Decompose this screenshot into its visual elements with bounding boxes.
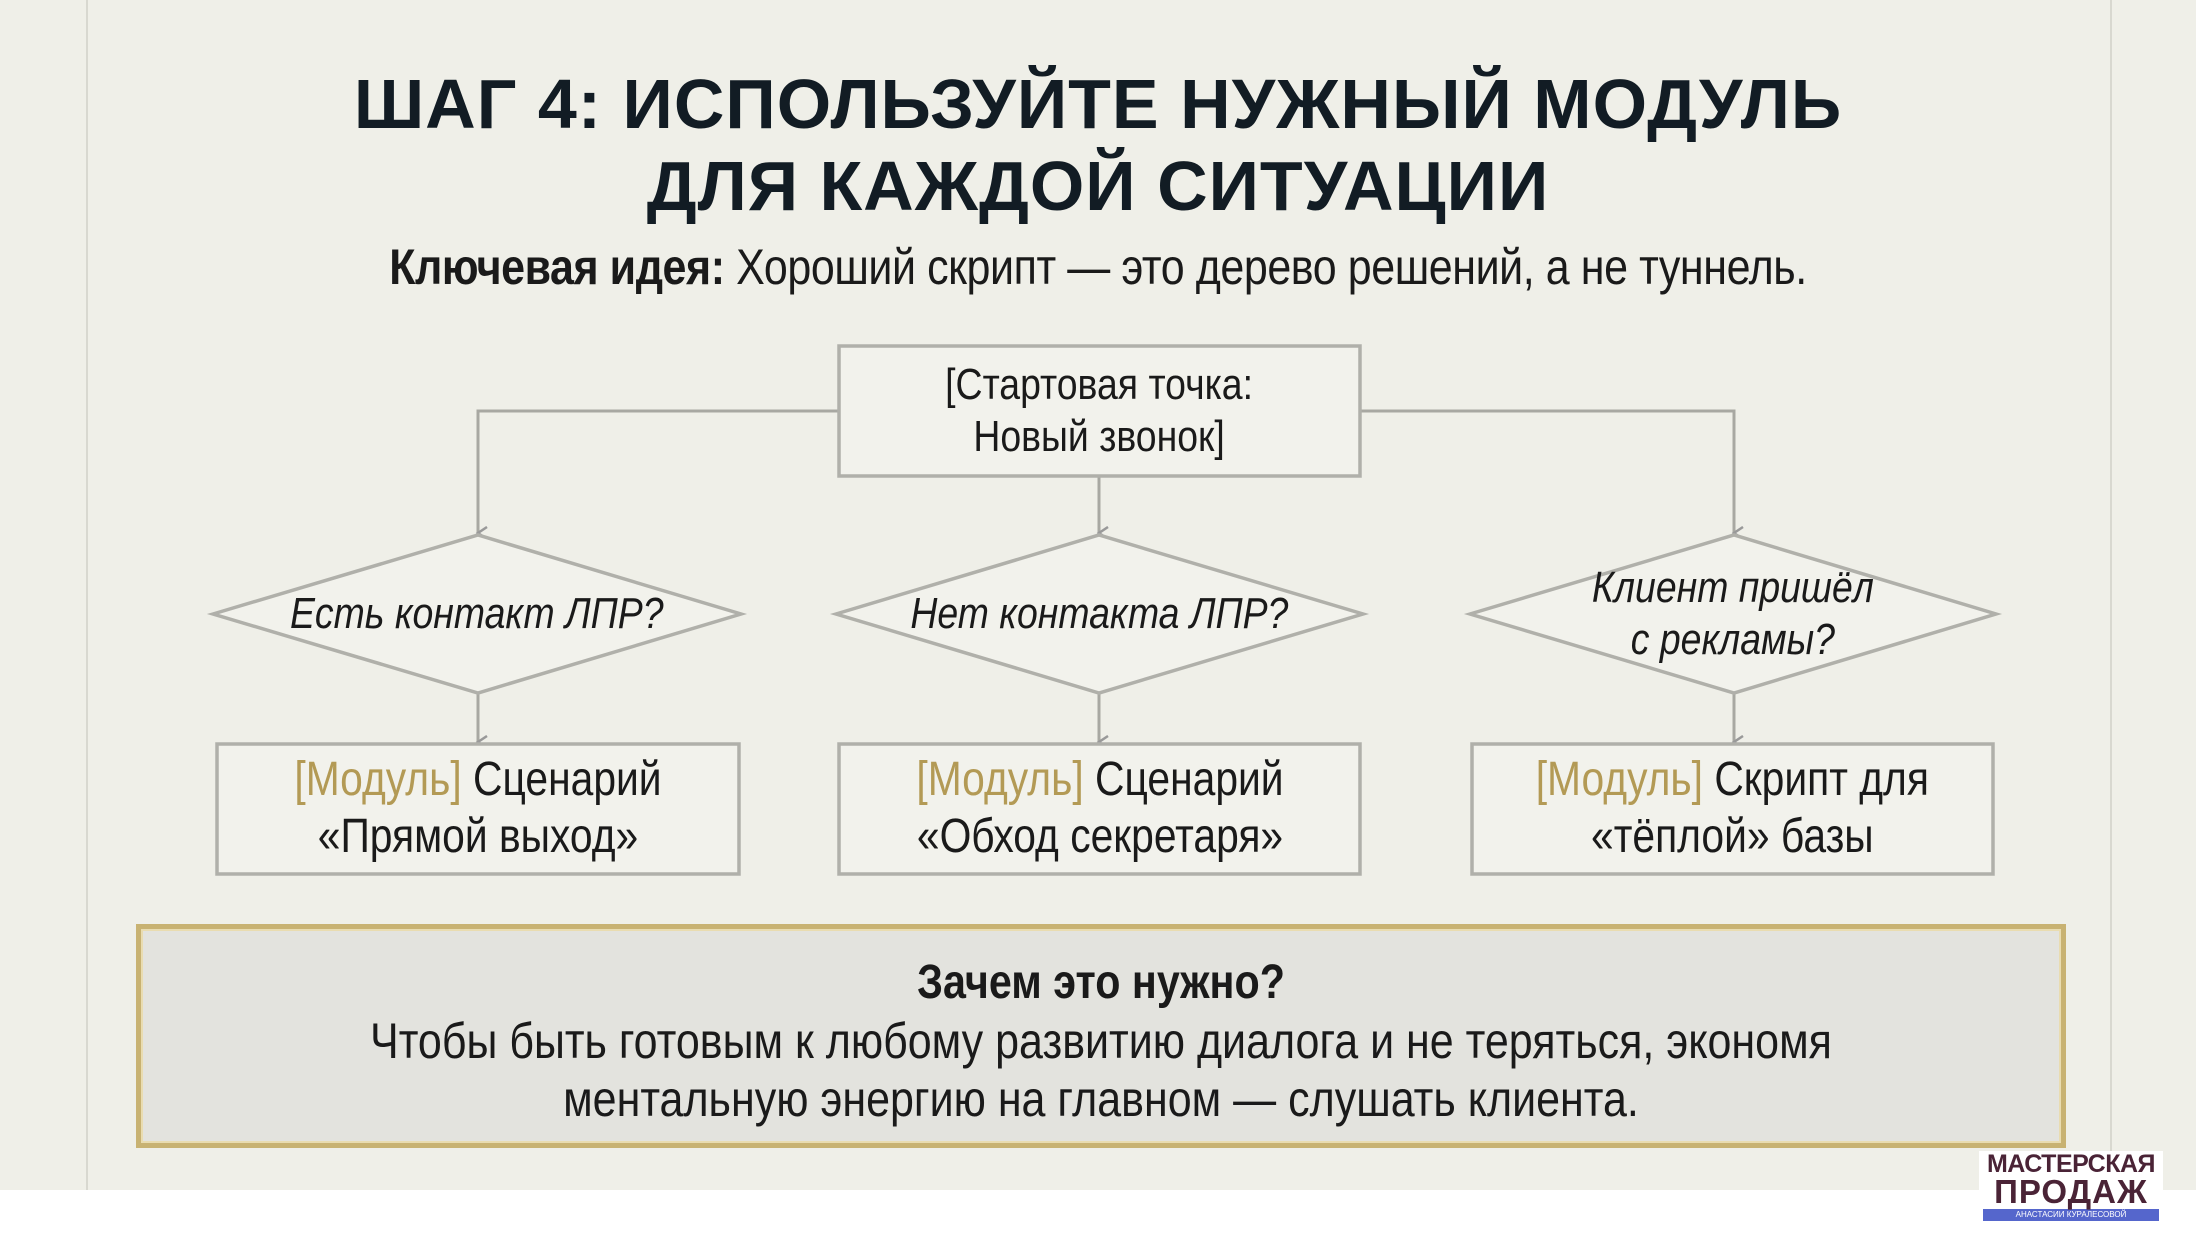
- module-box-shape-2: [837, 742, 1362, 876]
- module-tag: [Модуль]: [1535, 753, 1704, 807]
- decision-node-1: Есть контакт ЛПР?: [213, 535, 741, 693]
- why-line-2: ментальную энергию на главном — слушать …: [563, 1071, 1639, 1127]
- decision-node-2: Нет контакта ЛПР?: [836, 535, 1363, 693]
- brand-logo: МАСТЕРСКАЯ ПРОДАЖ АНАСТАСИИ КУРАЛЕСОВОЙ: [1979, 1151, 2163, 1225]
- module-box-shape-1: [215, 742, 741, 876]
- decision-text: Нет контакта ЛПР?: [910, 589, 1289, 639]
- start-line-1: [Стартовая точка:: [945, 360, 1254, 410]
- decision-text-line-1: Клиент пришёл: [1592, 563, 1874, 613]
- start-line-2: Новый звонок]: [973, 412, 1226, 461]
- logo-line-3: АНАСТАСИИ КУРАЛЕСОВОЙ: [1983, 1209, 2159, 1221]
- start-node: [Стартовая точка:Новый звонок]: [839, 346, 1360, 476]
- module-node-2: [Модуль] Сценарий«Обход секретаря»: [839, 744, 1360, 874]
- key-idea: Ключевая идея: Хороший скрипт — это дере…: [154, 238, 2043, 296]
- module-line-2: «тёплой» базы: [1591, 810, 1874, 863]
- module-box-shape-3: [1470, 742, 1995, 876]
- start-box-shape: [837, 344, 1362, 478]
- why-line-1: Чтобы быть готовым к любому развитию диа…: [370, 1013, 1832, 1069]
- key-idea-text: Хороший скрипт — это дерево решений, а н…: [724, 239, 1807, 295]
- logo-line-2: ПРОДАЖ: [1994, 1173, 2148, 1210]
- decision-diamond-3: [1463, 533, 2003, 695]
- title-line-1: ШАГ 4: ИСПОЛЬЗУЙТЕ НУЖНЫЙ МОДУЛЬ: [353, 65, 1843, 143]
- slide: ШАГ 4: ИСПОЛЬЗУЙТЕ НУЖНЫЙ МОДУЛЬ ДЛЯ КАЖ…: [0, 0, 2196, 1190]
- guide-line: [2110, 0, 2112, 1190]
- module-tag: [Модуль]: [294, 753, 462, 807]
- flowchart-connectors: [206, 344, 2003, 876]
- module-line-2: «Прямой выход»: [317, 810, 639, 863]
- why-text: Чтобы быть готовым к любому развитию диа…: [275, 1012, 1926, 1128]
- guide-line: [86, 0, 88, 1190]
- why-box: Зачем это нужно? Чтобы быть готовым к лю…: [136, 924, 2066, 1148]
- decision-text: Есть контакт ЛПР?: [290, 589, 664, 639]
- why-heading: Зачем это нужно?: [917, 956, 1285, 1009]
- module-line-1: Сценарий: [1083, 753, 1284, 807]
- logo-line-1: МАСТЕРСКАЯ: [1986, 1150, 2156, 1178]
- module-tag: [Модуль]: [915, 753, 1084, 807]
- decision-text-line-2: с рекламы?: [1630, 615, 1836, 664]
- connector-left: [478, 409, 839, 533]
- connector-right: [1360, 409, 1734, 533]
- module-node-3: [Модуль] Скрипт для«тёплой» базы: [1472, 744, 1993, 874]
- module-line-2: «Обход секретаря»: [916, 810, 1283, 863]
- decision-diamond-1: [206, 533, 748, 695]
- key-idea-label: Ключевая идея:: [389, 239, 725, 295]
- module-line-1: Сценарий: [461, 753, 662, 807]
- module-line-1: Скрипт для: [1703, 753, 1930, 807]
- title-line-2: ДЛЯ КАЖДОЙ СИТУАЦИИ: [646, 147, 1550, 225]
- module-node-1: [Модуль] Сценарий«Прямой выход»: [217, 744, 739, 874]
- decision-diamond-2: [829, 533, 1370, 695]
